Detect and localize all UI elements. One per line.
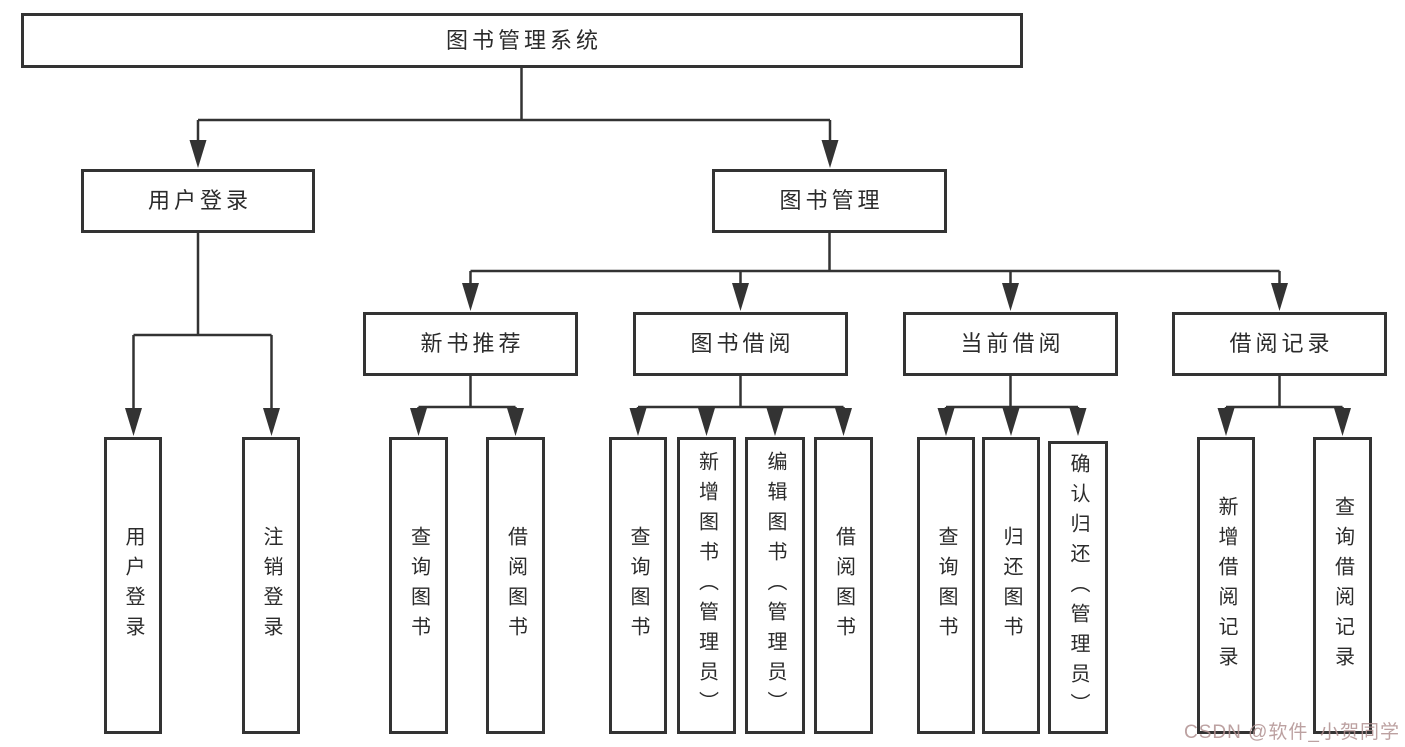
arrow-down-icon [507, 408, 524, 436]
node-leaf-add-borrow-record: 新增借阅记录 [1197, 437, 1255, 734]
node-label: 查询借阅记录 [1331, 495, 1354, 676]
node-book-management: 图书管理 [712, 169, 947, 233]
arrow-down-icon [263, 408, 280, 436]
arrow-down-icon [189, 140, 207, 168]
arrow-down-icon [698, 408, 715, 436]
arrow-down-icon [1002, 283, 1019, 311]
node-label: 用户登录 [147, 188, 252, 213]
arrow-down-icon [1002, 408, 1020, 436]
node-leaf-query-borrow-record: 查询借阅记录 [1313, 437, 1372, 734]
arrow-down-icon [1069, 408, 1087, 436]
node-label: 借阅图书 [504, 525, 527, 646]
node-leaf-query-books-current: 查询图书 [917, 437, 975, 734]
arrow-down-icon [1334, 408, 1351, 436]
arrow-down-icon [462, 283, 479, 311]
connector-records-to-children [1224, 376, 1344, 410]
connector-userlogin-to-children [132, 233, 273, 410]
node-new-book-recommend: 新书推荐 [363, 312, 578, 376]
arrow-down-icon [937, 408, 955, 436]
node-label: 用户登录 [122, 525, 144, 646]
arrow-down-icon [125, 408, 142, 436]
node-label: 查询图书 [935, 525, 957, 646]
arrow-down-icon [766, 408, 784, 436]
node-leaf-query-books-borrow: 查询图书 [609, 437, 667, 734]
arrow-down-icon [1271, 283, 1288, 311]
node-label: 图书管理 [779, 188, 884, 213]
csdn-watermark: CSDN @软件_小贺同学 [1184, 722, 1400, 743]
node-label: 编辑图书（管理员） [764, 450, 786, 721]
connector-newbook-to-children [417, 376, 517, 410]
node-label: 查询图书 [627, 525, 649, 646]
node-borrow-records: 借阅记录 [1172, 312, 1387, 376]
node-label: 新增图书（管理员） [695, 450, 718, 721]
connector-root-to-level2 [196, 68, 832, 142]
node-leaf-edit-book-admin: 编辑图书（管理员） [745, 437, 805, 734]
arrow-down-icon [410, 408, 427, 436]
node-leaf-borrow-books-recommend: 借阅图书 [486, 437, 545, 734]
node-label: 借阅图书 [832, 525, 855, 646]
arrow-down-icon [629, 408, 647, 436]
arrow-down-icon [835, 408, 852, 436]
node-label: 新增借阅记录 [1215, 495, 1237, 676]
node-label: 图书管理系统 [445, 27, 602, 53]
node-root-system: 图书管理系统 [21, 13, 1023, 68]
node-leaf-add-book-admin: 新增图书（管理员） [677, 437, 736, 734]
node-leaf-borrow-books: 借阅图书 [814, 437, 873, 734]
node-leaf-logout: 注销登录 [242, 437, 300, 734]
node-label: 新书推荐 [420, 331, 525, 356]
arrow-down-icon [732, 283, 749, 311]
node-leaf-query-books-recommend: 查询图书 [389, 437, 448, 734]
node-current-borrow: 当前借阅 [903, 312, 1118, 376]
node-label: 归还图书 [1000, 525, 1022, 646]
node-leaf-confirm-return-admin: 确认归还（管理员） [1048, 441, 1108, 734]
connector-borrow-to-children [636, 376, 845, 410]
node-label: 借阅记录 [1229, 331, 1334, 356]
node-label: 查询图书 [407, 525, 430, 646]
node-label: 确认归还（管理员） [1067, 452, 1089, 723]
node-user-login: 用户登录 [81, 169, 315, 233]
node-label: 注销登录 [260, 525, 282, 646]
node-label: 图书借阅 [690, 331, 795, 356]
connector-current-to-children [944, 376, 1080, 410]
node-book-borrow: 图书借阅 [633, 312, 848, 376]
node-label: 当前借阅 [960, 331, 1065, 356]
node-leaf-return-books: 归还图书 [982, 437, 1040, 734]
arrow-down-icons [125, 140, 1351, 436]
arrow-down-icon [821, 140, 839, 168]
node-leaf-user-login: 用户登录 [104, 437, 162, 734]
arrow-down-icon [1217, 408, 1235, 436]
connector-bookmgmt-to-level3 [469, 233, 1281, 285]
